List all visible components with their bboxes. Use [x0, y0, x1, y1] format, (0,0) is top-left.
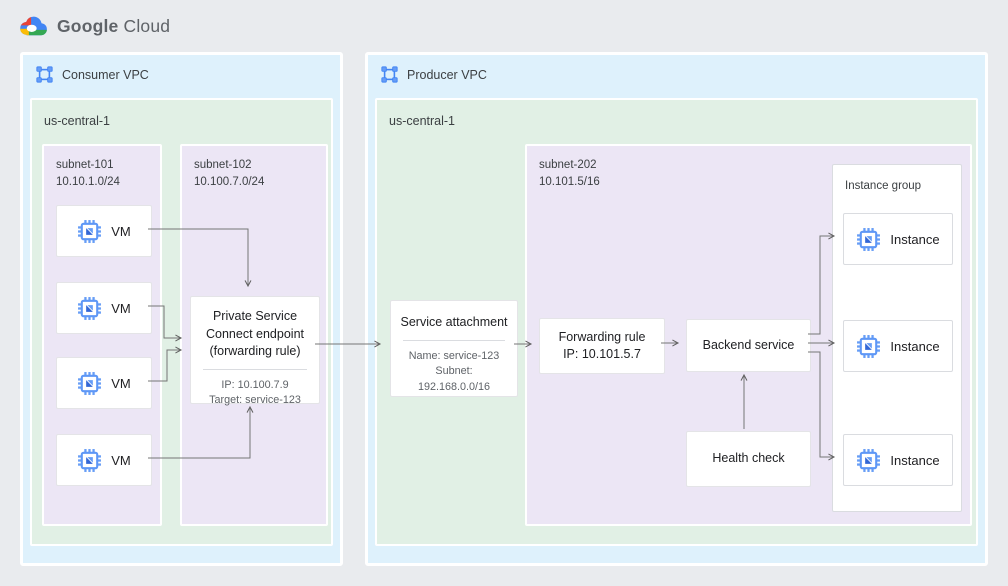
instance-node-3: Instance — [843, 434, 953, 486]
vm-label: VM — [111, 300, 131, 316]
vm-node-4: VM — [56, 434, 152, 486]
instance-group-label: Instance group — [845, 180, 922, 192]
subnet-101: subnet-101 10.10.1.0/24 VM — [42, 144, 162, 526]
instance-label: Instance — [890, 338, 940, 354]
subnet-202: subnet-202 10.101.5/16 Forwarding rule I… — [525, 144, 972, 526]
subnet-101-label: subnet-101 10.10.1.0/24 — [56, 159, 120, 189]
subnet-102-label: subnet-102 10.100.7.0/24 — [194, 159, 265, 189]
forwarding-rule-line1: Forwarding rule — [558, 329, 646, 344]
vm-node-3: VM — [56, 357, 152, 409]
vpc-network-icon — [36, 66, 53, 83]
compute-engine-icon — [78, 448, 102, 472]
subnet-202-label: subnet-202 10.101.5/16 — [539, 159, 600, 189]
divider — [203, 368, 307, 370]
logo-google-text: Google — [57, 15, 119, 36]
vm-label: VM — [111, 375, 131, 391]
service-attachment-node: Service attachment Name: service-123 Sub… — [390, 300, 518, 397]
instance-label: Instance — [890, 452, 940, 468]
backend-service-node: Backend service — [686, 319, 811, 372]
vm-node-1: VM — [56, 205, 152, 257]
compute-engine-icon — [78, 296, 102, 320]
compute-engine-icon — [857, 334, 881, 358]
vm-node-2: VM — [56, 282, 152, 334]
service-attachment-subnet-label: Subnet: — [435, 365, 473, 378]
producer-vpc-label: Producer VPC — [407, 67, 487, 82]
instance-node-1: Instance — [843, 213, 953, 265]
health-check-label: Health check — [712, 451, 785, 466]
vpc-network-icon — [381, 66, 398, 83]
producer-vpc-container: Producer VPC us-central-1 Service attach… — [365, 52, 988, 566]
producer-region: us-central-1 Service attachment Name: se… — [375, 98, 978, 546]
google-cloud-wordmark: Google Cloud — [57, 16, 170, 37]
compute-engine-icon — [857, 448, 881, 472]
consumer-vpc-label: Consumer VPC — [62, 67, 149, 82]
forwarding-rule-line2: IP: 10.101.5.7 — [563, 347, 641, 361]
service-attachment-title: Service attachment — [400, 315, 508, 329]
compute-engine-icon — [78, 219, 102, 243]
instance-node-2: Instance — [843, 320, 953, 372]
google-cloud-icon — [20, 16, 47, 36]
consumer-region: us-central-1 subnet-101 10.10.1.0/24 — [30, 98, 333, 546]
consumer-vpc-container: Consumer VPC us-central-1 subnet-101 10.… — [20, 52, 343, 566]
compute-engine-icon — [78, 371, 102, 395]
producer-vpc-header: Producer VPC — [381, 66, 487, 83]
logo-cloud-text: Cloud — [123, 15, 171, 36]
service-attachment-subnet-cidr: 192.168.0.0/16 — [417, 380, 491, 393]
psc-endpoint-title: Private Service Connect endpoint (forwar… — [206, 309, 304, 358]
backend-service-label: Backend service — [702, 337, 795, 352]
psc-endpoint-target: Target: service-123 — [209, 394, 301, 407]
consumer-vpc-header: Consumer VPC — [36, 66, 149, 83]
service-attachment-name: Name: service-123 — [408, 349, 500, 362]
psc-endpoint-node: Private Service Connect endpoint (forwar… — [190, 296, 320, 406]
consumer-region-label: us-central-1 — [44, 114, 110, 128]
subnet-102: subnet-102 10.100.7.0/24 Private Service… — [180, 144, 328, 526]
instance-label: Instance — [890, 231, 940, 247]
vm-label: VM — [111, 452, 131, 468]
vm-label: VM — [111, 223, 131, 239]
google-cloud-logo: Google Cloud — [18, 13, 170, 39]
divider — [403, 339, 505, 341]
psc-endpoint-ip: IP: 10.100.7.9 — [221, 378, 289, 391]
forwarding-rule-node: Forwarding rule IP: 10.101.5.7 — [539, 318, 665, 374]
health-check-node: Health check — [686, 431, 811, 487]
compute-engine-icon — [857, 227, 881, 251]
producer-region-label: us-central-1 — [389, 114, 455, 128]
instance-group-container: Instance group — [832, 164, 962, 512]
